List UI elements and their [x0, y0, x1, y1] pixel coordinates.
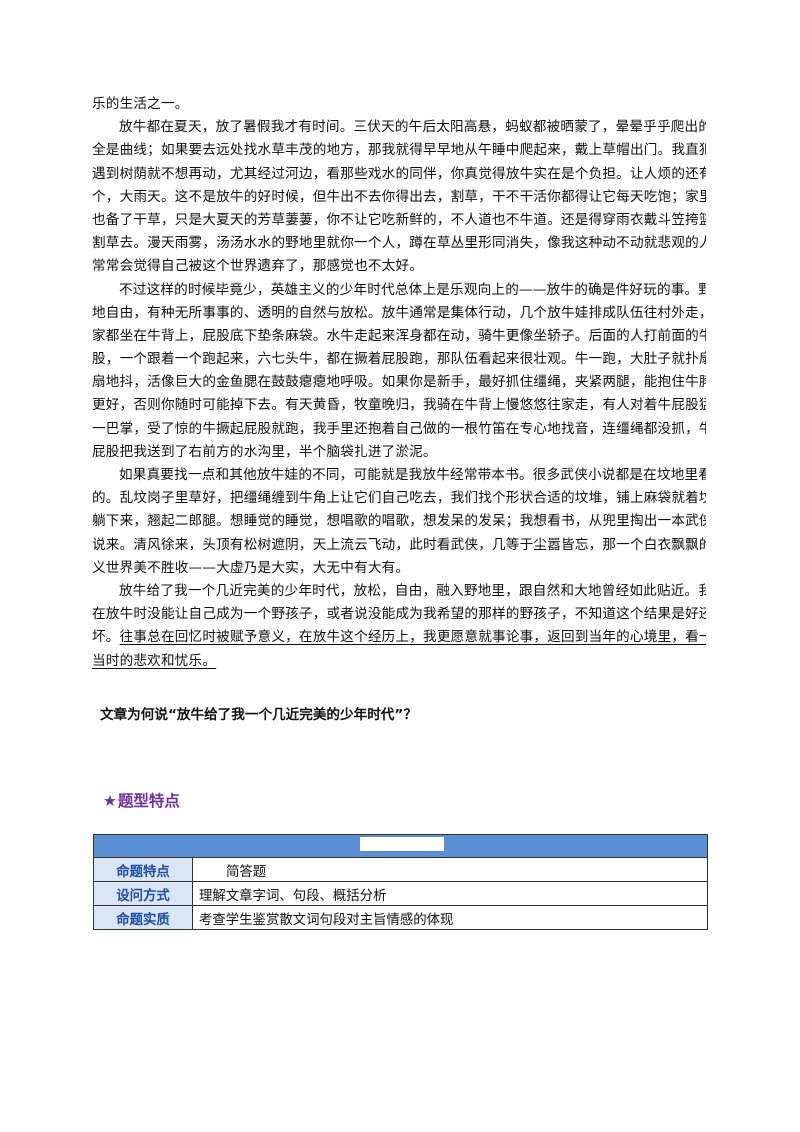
- essay-line: 一巴掌，受了惊的牛撅起屁股就跑，我手里还抱着自己做的一根竹笛在专心地找音，连缰绳…: [92, 420, 706, 437]
- table-header-bar: [93, 834, 708, 858]
- essay-line: 家都坐在牛背上，屁股底下垫条麻袋。水牛走起来浑身都在动，骑牛更像坐轿子。后面的人…: [92, 327, 706, 344]
- essay-line: 扇地抖，活像巨大的金鱼腮在鼓鼓瘪瘪地呼吸。如果你是新手，最好抓住缰绳，夹紧两腿，…: [92, 374, 706, 391]
- feature-table: 命题特点 简答题 设问方式 理解文章字词、句段、概括分析 命题实质 考查学生鉴赏…: [93, 834, 708, 930]
- essay-line: 地自由，有种无所事事的、透明的自然与放松。放牛通常是集体行动，几个放牛娃排成队伍…: [92, 304, 706, 321]
- essay-line: 说来。清风徐来，头顶有松树遮阴，天上流云飞动，此时看武侠，几等于尘嚣皆忘，那一个…: [92, 536, 706, 553]
- essay-line: 个，大雨天。这不是放牛的好时候，但牛出不去你得出去，割草，干不干活你都得让它每天…: [92, 188, 706, 205]
- underlined-sentence: 当时的悲欢和忧乐。: [92, 652, 217, 669]
- essay-line: 在放牛时没能让自己成为一个野孩子，或者说没能成为我希望的那样的野孩子，不知道这个…: [92, 606, 706, 623]
- table-header-label-box: [360, 837, 444, 851]
- essay-line: 屁股把我送到了右前方的水沟里，半个脑袋扎进了淤泥。: [92, 443, 437, 460]
- essay-text: 乐的生活之一。放牛都在夏天，放了暑假我才有时间。三伏天的午后太阳高悬，蚂蚁都被晒…: [92, 93, 706, 673]
- essay-line: 遇到树荫就不想再动，尤其经过河边，看那些戏水的同伴，你真觉得放牛实在是个负担。让…: [92, 165, 706, 182]
- essay-line: 乐的生活之一。: [92, 96, 189, 112]
- essay-line: 义世界美不胜收——大虚乃是大实，大无中有大有。: [92, 559, 410, 576]
- essay-line: 放牛给了我一个几近完美的少年时代，放松，自由，融入野地里，跟自然和大地曾经如此贴…: [119, 582, 706, 599]
- essay-line: 常常会觉得自己被这个世界遗弃了，那感觉也不太好。: [92, 258, 424, 275]
- essay-line: 当时的悲欢和忧乐。: [92, 650, 706, 673]
- row-value: 理解文章字词、句段、概括分析: [192, 881, 708, 906]
- row-key: 命题实质: [93, 905, 193, 930]
- section-heading: ★题型特点: [103, 789, 180, 811]
- essay-line: 坏。往事总在回忆时被赋予意义，在放牛这个经历上，我更愿意就事论事，返回到当年的心…: [92, 626, 706, 649]
- row-key: 设问方式: [93, 881, 193, 906]
- row-value: 简答题: [192, 857, 708, 882]
- row-value: 考查学生鉴赏散文词句段对主旨情感的体现: [192, 905, 708, 930]
- star-icon: ★: [103, 792, 117, 810]
- essay-line: 不过这样的时候毕竟少，英雄主义的少年时代总体上是乐观向上的——放牛的确是件好玩的…: [119, 281, 706, 298]
- underlined-sentence: 往事总在回忆时被赋予意义，在放牛这个经历上，我更愿意就事论事，返回到当年的心境里…: [119, 629, 706, 646]
- table-row: 设问方式 理解文章字词、句段、概括分析: [93, 881, 708, 906]
- table-row: 命题特点 简答题: [93, 857, 708, 882]
- row-key: 命题特点: [93, 857, 193, 882]
- essay-line-prefix: 坏。: [92, 629, 120, 646]
- essay-line: 全是曲线；如果要去远处找水草丰茂的地方，那我就得早早地从午睡中爬起来，戴上草帽出…: [92, 142, 706, 159]
- essay-line: 也备了干草，只是大夏天的芳草萋萋，你不让它吃新鲜的，不人道也不牛道。还是得穿雨衣…: [92, 211, 706, 228]
- table-row: 命题实质 考查学生鉴赏散文词句段对主旨情感的体现: [93, 905, 708, 930]
- essay-line: 躺下来，翘起二郎腿。想睡觉的睡觉，想唱歌的唱歌，想发呆的发呆；我想看书，从兜里掏…: [92, 513, 706, 530]
- essay-line: 割草去。漫天雨雾，汤汤水水的野地里就你一个人，蹲在草丛里形同消失，像我这种动不动…: [92, 235, 706, 252]
- essay-line: 的。乱坟岗子里草好，把缰绳缠到牛角上让它们自己吃去，我们找个形状合适的坟堆，铺上…: [92, 490, 706, 507]
- question-text: 文章为何说“放牛给了我一个几近完美的少年时代”？: [100, 707, 417, 723]
- essay-line: 股，一个跟着一个跑起来，六七头牛，都在撅着屁股跑，那队伍看起来很壮观。牛一跑，大…: [92, 351, 706, 368]
- essay-line: 放牛都在夏天，放了暑假我才有时间。三伏天的午后太阳高悬，蚂蚁都被晒蒙了，晕晕乎乎…: [119, 119, 706, 136]
- section-heading-label: 题型特点: [117, 792, 180, 810]
- essay-line: 更好，否则你随时可能掉下去。有天黄昏，牧童晚归，我骑在牛背上慢悠悠往家走，有人对…: [92, 397, 706, 414]
- essay-line: 如果真要找一点和其他放牛娃的不同，可能就是我放牛经常带本书。很多武侠小说都是在坟…: [119, 467, 706, 483]
